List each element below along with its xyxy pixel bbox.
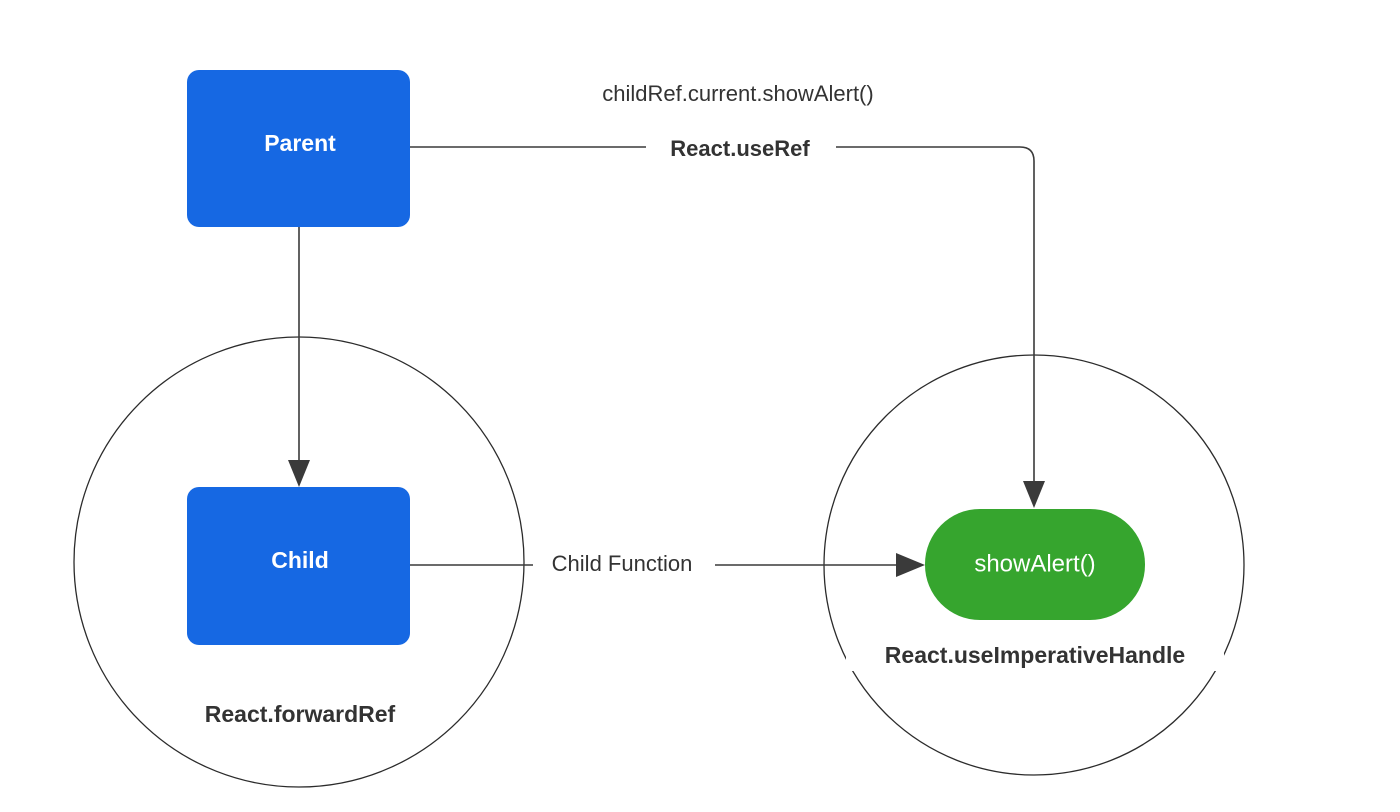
edge-label-react-use-ref-text: React.useRef [670, 136, 810, 161]
group-caption-forward-ref-backdrop [176, 700, 424, 730]
node-child[interactable]: Child [187, 487, 410, 645]
node-parent-shape [187, 70, 410, 227]
node-parent[interactable]: Parent [187, 70, 410, 227]
arrow-head-parent-to-show-alert [1023, 481, 1045, 508]
edge-label-child-function-backdrop [533, 551, 715, 579]
edge-label-child-function-text: Child Function [552, 551, 693, 576]
edge-parent-to-child[interactable] [288, 227, 310, 487]
group-caption-forward-ref: React.forwardRef [176, 700, 424, 730]
edge-label-react-use-ref-backdrop [646, 136, 836, 162]
edge-label-react-use-ref: React.useRef [646, 136, 836, 162]
group-caption-imperative-handle-backdrop [846, 641, 1224, 671]
annotation-call-expression: childRef.current.showAlert() [602, 81, 873, 106]
edge-child-to-show-alert[interactable] [410, 553, 925, 577]
edge-parent-to-show-alert[interactable] [410, 146, 1045, 508]
arrow-head-child-to-show-alert [896, 553, 925, 577]
group-caption-imperative-handle-text: React.useImperativeHandle [885, 642, 1185, 668]
node-child-label: Child [271, 547, 329, 573]
node-parent-label: Parent [264, 130, 336, 156]
node-show-alert-label: showAlert() [974, 550, 1095, 577]
group-caption-forward-ref-text: React.forwardRef [205, 701, 396, 727]
arrow-head-parent-to-child [288, 460, 310, 487]
edge-label-child-function: Child Function [533, 551, 715, 579]
node-show-alert-shape [925, 509, 1145, 620]
node-show-alert[interactable]: showAlert() [925, 509, 1145, 620]
group-caption-imperative-handle: React.useImperativeHandle [846, 641, 1224, 671]
node-child-shape [187, 487, 410, 645]
